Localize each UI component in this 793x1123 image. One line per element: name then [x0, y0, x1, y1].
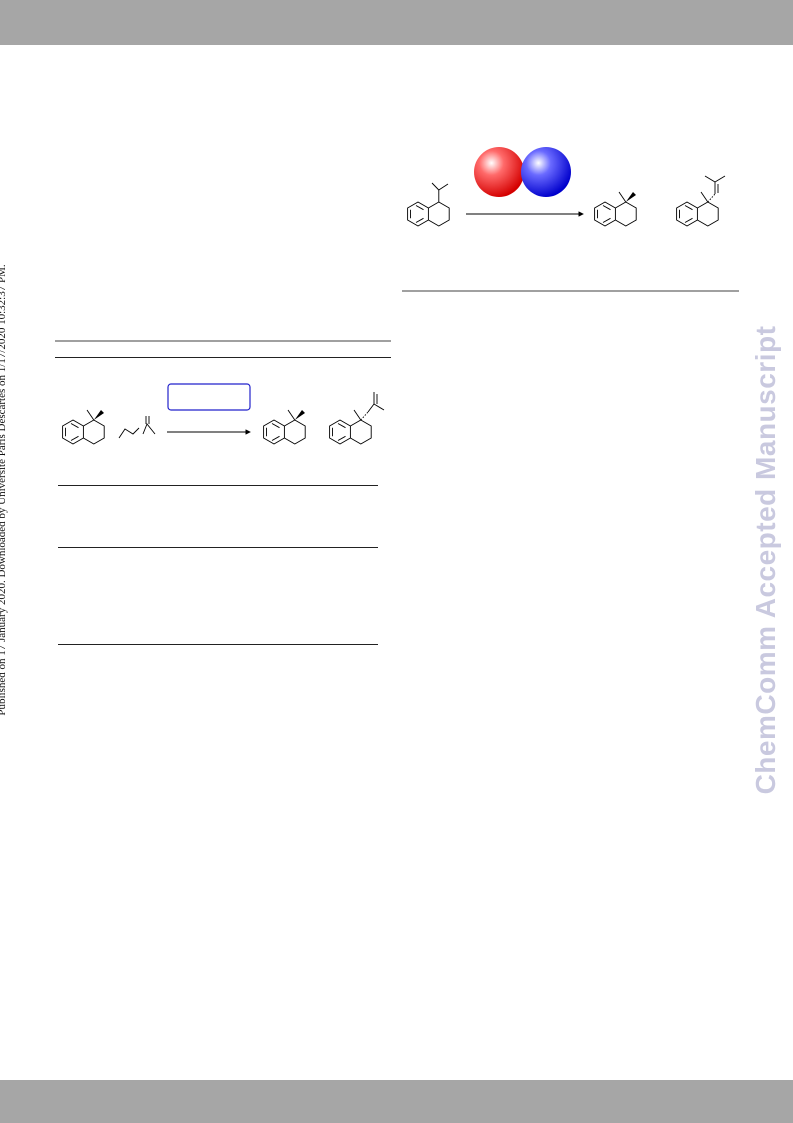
scheme-product-1 — [263, 409, 306, 445]
publication-note-text: Published on 17 January 2020. Downloaded… — [0, 264, 8, 716]
scheme-product-2 — [329, 392, 385, 445]
scheme-substrate — [62, 409, 105, 445]
table-bottom-rule — [58, 644, 378, 645]
product-alkenyl — [676, 175, 726, 227]
table-rule-1 — [58, 485, 378, 486]
starting-material — [407, 182, 450, 227]
header-bar — [0, 0, 793, 45]
product-methyl — [594, 191, 637, 227]
abstract-divider — [402, 290, 739, 292]
table-scheme — [62, 383, 385, 445]
table-header-rule — [55, 357, 391, 358]
journal-watermark-text: ChemComm Accepted Manuscript — [750, 325, 781, 795]
graphical-abstract — [407, 147, 726, 227]
table-rule-2 — [58, 547, 378, 548]
blue-sphere — [521, 147, 571, 197]
table-top-rule — [55, 340, 391, 342]
sphere-pair — [474, 147, 571, 197]
footer-bar — [0, 1080, 793, 1123]
red-sphere — [474, 147, 524, 197]
catalyst-box — [167, 383, 251, 411]
scheme-diene — [118, 416, 156, 439]
